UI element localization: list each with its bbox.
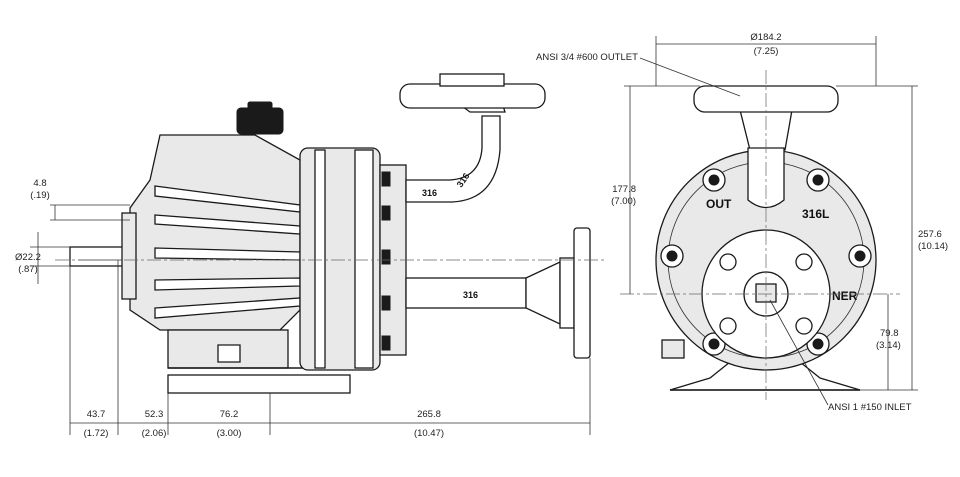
dim-184-in: (7.25) [754,46,779,57]
dim-76-in: (3.00) [217,428,242,439]
side-view: 316 316 316 [55,73,605,394]
label-out: OUT [706,197,732,211]
outlet-elbow [405,115,501,203]
dim-177-mm: 177.8 [612,184,636,195]
dim-76-mm: 76.2 [220,409,239,420]
dim-52-mm: 52.3 [145,409,164,420]
base-plate [167,374,351,394]
label-partial: NER [832,289,858,303]
side-dimensions: 43.7 (1.72) 52.3 (2.06) 76.2 (3.00) 265.… [15,178,591,439]
dim-43-in: (1.72) [84,428,109,439]
dim-22-in: (.87) [18,264,38,275]
dim-4-8-mm: 4.8 [33,178,46,189]
label-316l: 316L [802,207,829,221]
front-dimensions: Ø184.2 (7.25) 177.8 (7.00) 257.6 (10.14)… [611,32,948,391]
material-mark-elbow: 316 [422,188,437,198]
inlet-flange-side [573,227,591,359]
shaft-seal [121,212,137,300]
dim-265-mm: 265.8 [417,409,441,420]
inlet-pipe [405,277,527,309]
dim-4-8-in: (.19) [30,190,50,201]
dim-22-mm: Ø22.2 [15,252,41,263]
drain-plug [661,339,685,359]
dim-184-mm: Ø184.2 [750,32,781,43]
outlet-flange-side [399,83,546,109]
dim-177-in: (7.00) [611,196,636,207]
callout-outlet: ANSI 3/4 #600 OUTLET [536,52,638,63]
dim-52-in: (2.06) [142,428,167,439]
dim-79-in: (3.14) [876,340,901,351]
inlet-flange-holes [719,253,813,335]
dim-43-mm: 43.7 [87,409,106,420]
material-mark-inlet: 316 [463,290,478,300]
callout-inlet: ANSI 1 #150 INLET [828,402,912,413]
oil-cap [236,107,284,135]
front-view: OUT 316L NER [620,70,900,400]
dim-265-in: (10.47) [414,428,444,439]
dim-257-in: (10.14) [918,241,948,252]
dim-257-mm: 257.6 [918,229,942,240]
callouts: ANSI 3/4 #600 OUTLET ANSI 1 #150 INLET [536,52,912,413]
cover-bolts [381,171,391,351]
dim-79-mm: 79.8 [880,328,899,339]
